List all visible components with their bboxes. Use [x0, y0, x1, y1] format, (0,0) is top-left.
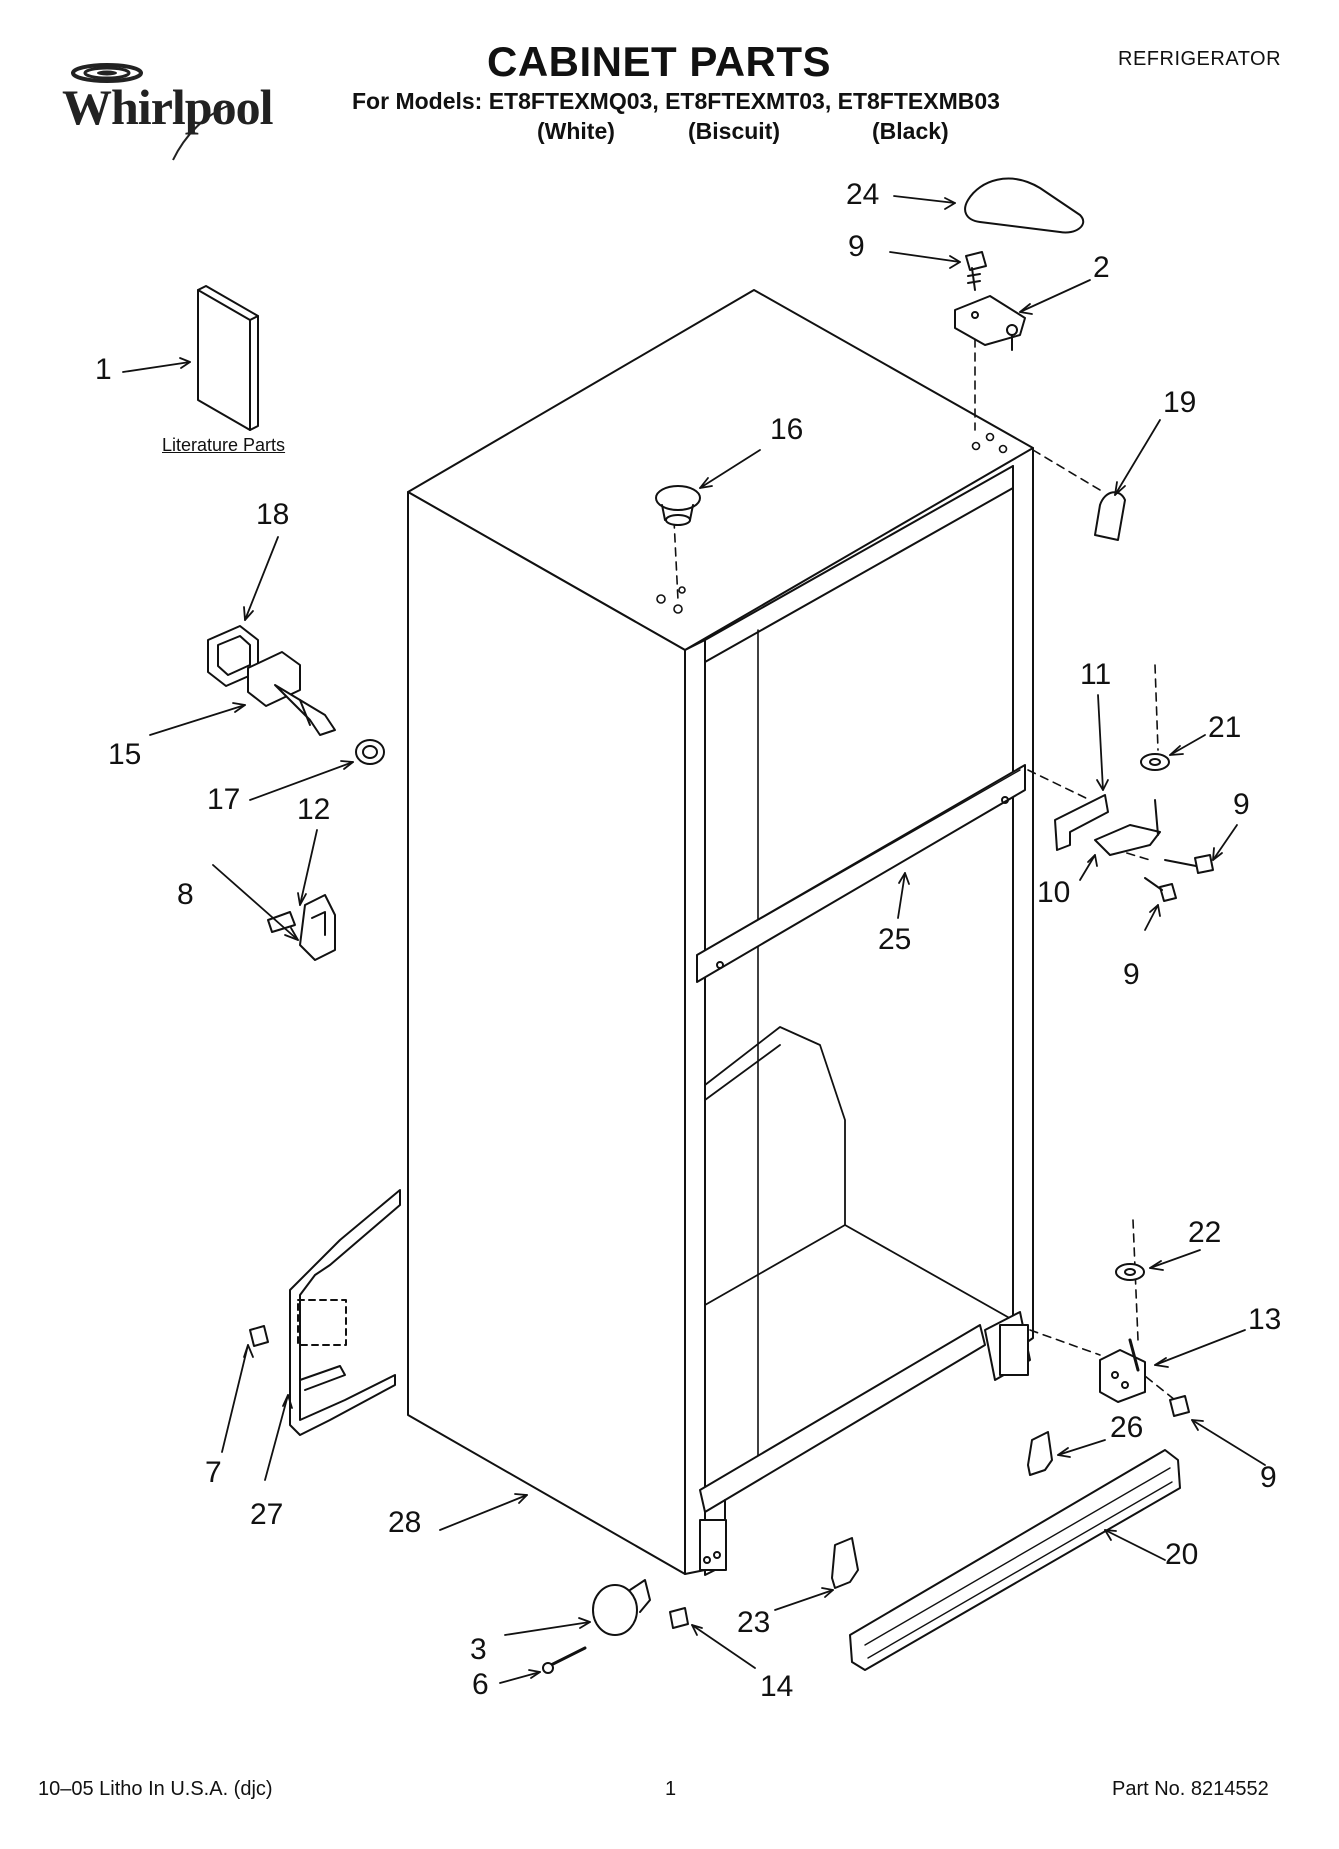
part-20-toe-grille [849, 1449, 1181, 1671]
color-biscuit: (Biscuit) [688, 118, 780, 144]
part-23-clip [831, 1537, 859, 1589]
callout-22: 22 [1188, 1216, 1222, 1249]
footer-print-info: 10–05 Litho In U.S.A. (djc) [38, 1778, 273, 1800]
part-7-screw [249, 1325, 269, 1347]
part-11-center-hinge [1054, 794, 1109, 851]
part-27-rear-panel [289, 1189, 401, 1436]
callout-12: 12 [297, 793, 331, 826]
part-9-screw-center [1144, 854, 1214, 902]
callout-28: 28 [388, 1506, 422, 1539]
part-9-screw-top [965, 251, 987, 291]
appliance-type: REFRIGERATOR [1118, 48, 1282, 70]
callout-18: 18 [256, 498, 290, 531]
part-22-washer [1115, 1263, 1145, 1281]
part-21-washer [1140, 753, 1170, 771]
callout-20: 20 [1165, 1538, 1199, 1571]
callout-11: 11 [1080, 658, 1112, 691]
callout-24: 24 [846, 178, 880, 211]
part-17-washer [355, 739, 385, 765]
callout-13: 13 [1248, 1303, 1282, 1336]
part-number: Part No. 8214552 [1112, 1778, 1269, 1800]
callout-21: 21 [1208, 711, 1242, 744]
callout-10: 10 [1037, 876, 1071, 909]
callout-25: 25 [878, 923, 912, 956]
part-14-screw [669, 1607, 689, 1629]
part-24-top-cap [964, 177, 1085, 234]
part-12-door-stop [267, 894, 336, 961]
literature-parts-label: Literature Parts [162, 435, 286, 455]
callout-7: 7 [205, 1456, 222, 1489]
bottom-sill [699, 1311, 1031, 1576]
top-holes [656, 432, 1008, 614]
callout-15: 15 [108, 738, 142, 771]
divider-bar [696, 764, 1026, 983]
part-3-roller-bracket [592, 1579, 651, 1636]
callout-3: 3 [470, 1633, 487, 1666]
callout-14: 14 [760, 1670, 794, 1703]
fresh-food-liner [704, 1026, 1014, 1451]
callout-2: 2 [1093, 251, 1110, 284]
callout-27: 27 [250, 1498, 284, 1531]
color-black: (Black) [872, 118, 949, 144]
models-line: For Models: ET8FTEXMQ03, ET8FTEXMT03, ET… [352, 88, 1000, 114]
callout-9-center-right: 9 [1233, 788, 1250, 821]
part-9-screw-bottom [1169, 1395, 1190, 1417]
callout-19: 19 [1163, 386, 1197, 419]
callout-16: 16 [770, 413, 804, 446]
callout-23: 23 [737, 1606, 771, 1639]
part-26-clip [1027, 1431, 1053, 1476]
callout-9-bottom: 9 [1260, 1461, 1277, 1494]
part-2-top-hinge [954, 295, 1026, 351]
page-title: CABINET PARTS [487, 38, 832, 85]
cabinet-body [407, 289, 1034, 1575]
part-10-hinge-bracket [1094, 799, 1161, 856]
callout-8: 8 [177, 878, 194, 911]
brand-name: Whirlpool [62, 79, 273, 135]
whirlpool-swirl-icon [71, 63, 231, 161]
color-white: (White) [537, 118, 615, 144]
callout-6: 6 [472, 1668, 489, 1701]
callout-9-top: 9 [848, 230, 865, 263]
part-13-bottom-hinge [1099, 1338, 1146, 1403]
brand-logo [55, 55, 285, 165]
part-15-hinge-pin [247, 651, 336, 736]
callout-9-center-low: 9 [1123, 958, 1140, 991]
page-number: 1 [665, 1778, 677, 1800]
part-16-plug [655, 485, 701, 526]
callout-1: 1 [95, 353, 112, 386]
callout-arrows [122, 195, 1266, 1684]
part-19-hinge-cover [1094, 491, 1126, 541]
part-1-literature-booklet [197, 285, 259, 431]
callout-17: 17 [207, 783, 241, 816]
callout-26: 26 [1110, 1411, 1144, 1444]
part-6-pin [542, 1646, 587, 1674]
